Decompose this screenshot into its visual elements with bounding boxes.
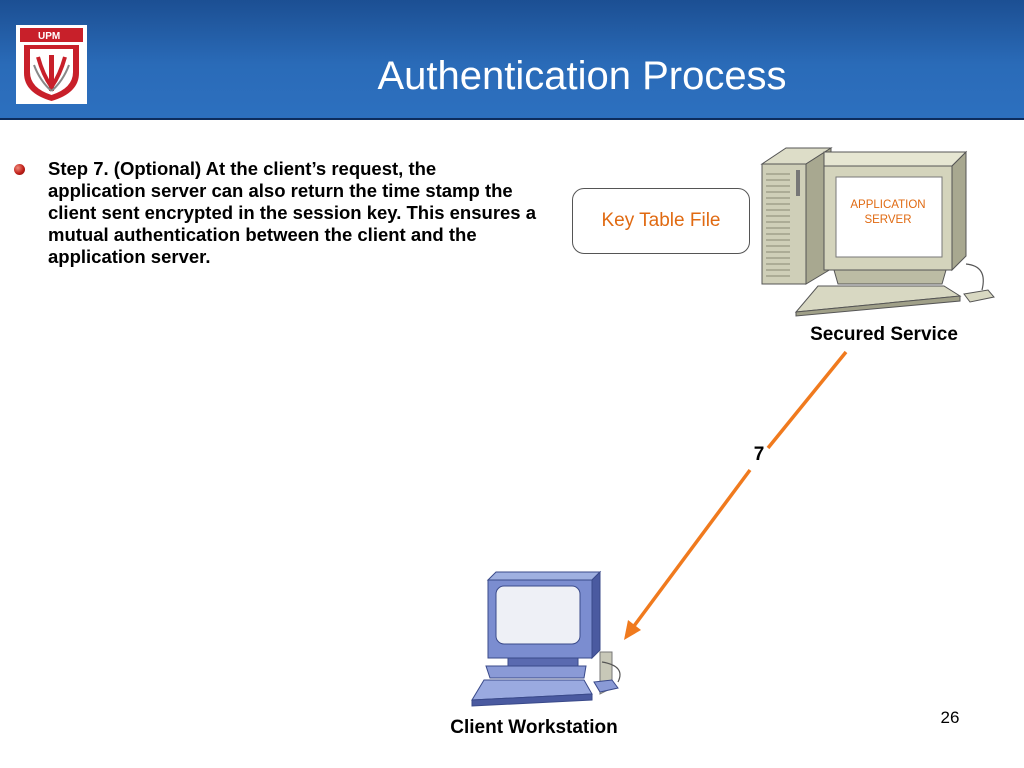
bullet-text: Step 7. (Optional) At the client’s reque… <box>48 158 537 267</box>
application-server-icon <box>760 147 995 317</box>
page-number: 26 <box>940 708 960 727</box>
client-workstation-label: Client Workstation <box>450 717 618 738</box>
slide-header: UPM Authentication Process <box>0 0 1024 120</box>
upm-crest-icon: UPM <box>20 28 83 101</box>
step-number-label: 7 <box>753 444 765 465</box>
logo-text: UPM <box>38 31 60 42</box>
bullet-icon <box>14 164 25 175</box>
key-table-file-box: Key Table File <box>572 188 750 254</box>
client-workstation-icon <box>471 570 621 707</box>
slide-title: Authentication Process <box>377 54 787 98</box>
secured-service-label: Secured Service <box>810 324 958 345</box>
application-server-screen-text: APPLICATION SERVER <box>850 199 926 226</box>
upm-logo: UPM <box>16 25 87 104</box>
step-7-arrow <box>624 350 848 640</box>
